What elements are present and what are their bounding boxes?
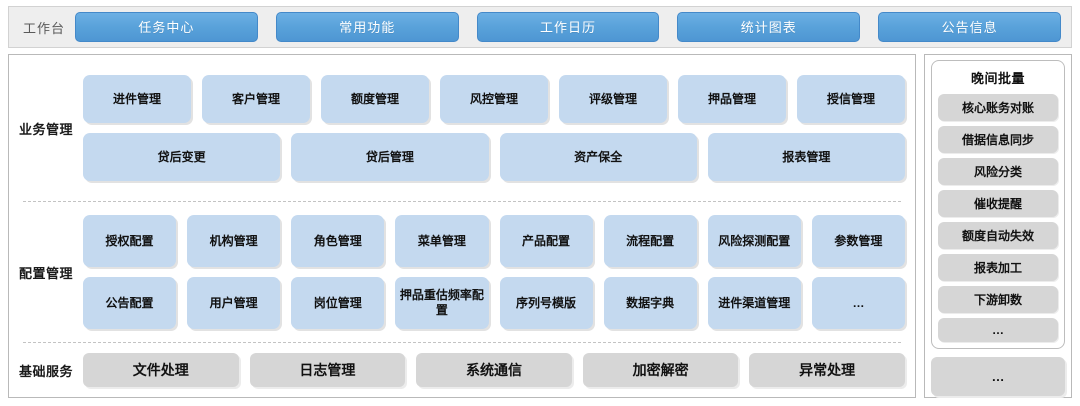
- tile-risk-control-management[interactable]: 风控管理: [440, 75, 548, 123]
- config-row-2: 公告配置 用户管理 岗位管理 押品重估频率配置 序列号模版 数据字典 进件渠道管…: [83, 277, 905, 329]
- workbench-body: 业务管理 进件管理 客户管理 额度管理 风控管理 评级管理 押品管理 授信管理 …: [8, 54, 1072, 398]
- tile-customer-management[interactable]: 客户管理: [202, 75, 310, 123]
- tile-position-management[interactable]: 岗位管理: [291, 277, 385, 329]
- tile-encryption-decryption[interactable]: 加密解密: [582, 353, 739, 387]
- tab-statistics-chart[interactable]: 统计图表: [677, 12, 861, 42]
- tile-serial-number-template[interactable]: 序列号模版: [499, 277, 593, 329]
- tile-authorization-config[interactable]: 授权配置: [83, 215, 177, 267]
- tile-organization-management[interactable]: 机构管理: [187, 215, 281, 267]
- tile-post-loan-management[interactable]: 贷后管理: [291, 133, 489, 181]
- section-label-config: 配置管理: [18, 265, 73, 281]
- divider-business-config: [23, 201, 901, 202]
- tile-parameter-management[interactable]: 参数管理: [811, 215, 905, 267]
- night-batch-card: 晚间批量 核心账务对账 借据信息同步 风险分类 催收提醒 额度自动失效 报表加工…: [931, 60, 1065, 349]
- tile-log-management[interactable]: 日志管理: [249, 353, 406, 387]
- tile-collateral-revaluation-frequency-config[interactable]: 押品重估频率配置: [395, 277, 489, 329]
- tile-asset-preservation[interactable]: 资产保全: [499, 133, 697, 181]
- business-rows: 进件管理 客户管理 额度管理 风控管理 评级管理 押品管理 授信管理 贷后变更 …: [83, 75, 905, 181]
- top-navigation-bar: 工作台 任务中心 常用功能 工作日历 统计图表 公告信息: [8, 6, 1072, 48]
- config-row-1: 授权配置 机构管理 角色管理 菜单管理 产品配置 流程配置 风险探测配置 参数管…: [83, 215, 905, 267]
- tile-incoming-channel-management[interactable]: 进件渠道管理: [707, 277, 801, 329]
- tile-file-processing[interactable]: 文件处理: [83, 353, 239, 387]
- batch-panel: 晚间批量 核心账务对账 借据信息同步 风险分类 催收提醒 额度自动失效 报表加工…: [924, 54, 1072, 398]
- modules-frame: 业务管理 进件管理 客户管理 额度管理 风控管理 评级管理 押品管理 授信管理 …: [8, 54, 916, 398]
- section-business-management: 业务管理 进件管理 客户管理 额度管理 风控管理 评级管理 押品管理 授信管理 …: [9, 55, 915, 201]
- tile-role-management[interactable]: 角色管理: [291, 215, 385, 267]
- tab-task-center[interactable]: 任务中心: [75, 12, 258, 42]
- batch-item-risk-classification[interactable]: 风险分类: [938, 158, 1058, 185]
- tile-incoming-management[interactable]: 进件管理: [83, 75, 191, 123]
- section-label-basic: 基础服务: [18, 363, 73, 379]
- tile-config-more[interactable]: …: [811, 277, 905, 329]
- tile-rating-management[interactable]: 评级管理: [559, 75, 667, 123]
- tile-risk-detection-config[interactable]: 风险探测配置: [707, 215, 801, 267]
- divider-config-basic: [23, 342, 901, 343]
- tile-system-communication[interactable]: 系统通信: [416, 353, 572, 387]
- section-basic-services: 基础服务 文件处理 日志管理 系统通信 加密解密 异常处理: [9, 343, 915, 397]
- batch-item-more[interactable]: …: [938, 318, 1058, 342]
- basic-rows: 文件处理 日志管理 系统通信 加密解密 异常处理: [83, 353, 905, 387]
- tile-quota-management[interactable]: 额度管理: [321, 75, 429, 123]
- tile-exception-handling[interactable]: 异常处理: [749, 353, 905, 387]
- business-row-1: 进件管理 客户管理 额度管理 风控管理 评级管理 押品管理 授信管理: [83, 75, 905, 123]
- tile-collateral-management[interactable]: 押品管理: [678, 75, 786, 123]
- tile-post-loan-change[interactable]: 贷后变更: [83, 133, 281, 181]
- section-config-management: 配置管理 授权配置 机构管理 角色管理 菜单管理 产品配置 流程配置 风险探测配…: [9, 202, 915, 342]
- config-rows: 授权配置 机构管理 角色管理 菜单管理 产品配置 流程配置 风险探测配置 参数管…: [83, 215, 905, 329]
- section-label-business: 业务管理: [18, 121, 73, 137]
- tile-data-dictionary[interactable]: 数据字典: [603, 277, 697, 329]
- batch-item-report-processing[interactable]: 报表加工: [938, 254, 1058, 281]
- batch-item-core-accounting-reconciliation[interactable]: 核心账务对账: [938, 94, 1058, 121]
- page-title: 工作台: [23, 20, 66, 36]
- night-batch-title: 晚间批量: [970, 71, 1025, 86]
- tile-announcement-config[interactable]: 公告配置: [83, 277, 177, 329]
- tab-common-functions[interactable]: 常用功能: [275, 12, 459, 42]
- batch-item-downstream-unload[interactable]: 下游卸数: [938, 286, 1058, 313]
- batch-item-quota-auto-expire[interactable]: 额度自动失效: [938, 222, 1058, 249]
- batch-item-iou-info-sync[interactable]: 借据信息同步: [938, 126, 1058, 153]
- tab-work-calendar[interactable]: 工作日历: [476, 12, 660, 42]
- business-row-2: 贷后变更 贷后管理 资产保全 报表管理: [83, 133, 905, 181]
- tile-product-config[interactable]: 产品配置: [499, 215, 593, 267]
- tile-report-management[interactable]: 报表管理: [707, 133, 905, 181]
- batch-item-collection-reminder[interactable]: 催收提醒: [938, 190, 1058, 217]
- tab-announcements[interactable]: 公告信息: [878, 12, 1061, 42]
- basic-row-1: 文件处理 日志管理 系统通信 加密解密 异常处理: [83, 353, 905, 387]
- top-tab-list: 任务中心 常用功能 工作日历 统计图表 公告信息: [75, 12, 1061, 42]
- tile-process-config[interactable]: 流程配置: [603, 215, 697, 267]
- tile-credit-management[interactable]: 授信管理: [797, 75, 905, 123]
- tile-user-management[interactable]: 用户管理: [187, 277, 281, 329]
- tile-menu-management[interactable]: 菜单管理: [395, 215, 489, 267]
- right-panel-more-button[interactable]: …: [931, 357, 1065, 396]
